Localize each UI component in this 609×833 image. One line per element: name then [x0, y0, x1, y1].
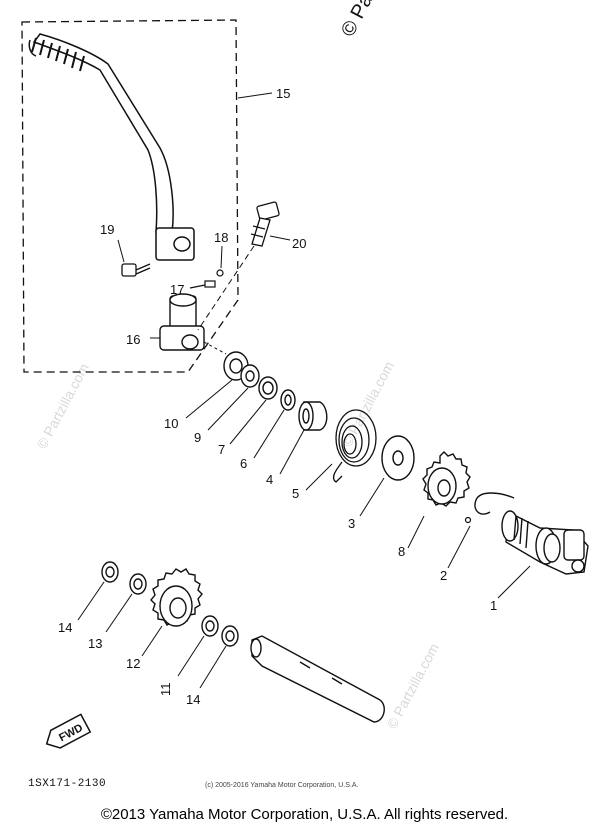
- kick-shaft-1: [501, 510, 589, 575]
- diagram-code: 1SX171-2130: [28, 778, 106, 790]
- callout-17: 17: [170, 282, 184, 297]
- circlip-7: [258, 376, 278, 400]
- callout-9: 9: [194, 430, 201, 445]
- washer-11: [201, 615, 219, 637]
- washer-6: [280, 389, 296, 411]
- callout-7: 7: [218, 442, 225, 457]
- washer-3: [381, 435, 415, 481]
- idle-shaft: [250, 635, 385, 723]
- kick-boss-16: [159, 293, 205, 351]
- callout-19: 19: [100, 222, 114, 237]
- washer-9: [240, 364, 260, 388]
- callout-14-bottom: 14: [186, 692, 200, 707]
- circlip-14-top: [101, 561, 119, 583]
- circlip-14-bottom: [221, 625, 239, 647]
- callout-20: 20: [292, 236, 306, 251]
- collar-4: [298, 401, 328, 431]
- bolt-19: [121, 263, 151, 277]
- copyright-small: (c) 2005-2016 Yamaha Motor Corporation, …: [205, 782, 359, 789]
- callout-14-top: 14: [58, 620, 72, 635]
- callout-16: 16: [126, 332, 140, 347]
- callout-11: 11: [158, 683, 173, 697]
- assembly-group-15-outline: [21, 19, 239, 373]
- watermark-side-1: © Partzilla.com: [34, 361, 92, 452]
- kick-spring-5: [332, 409, 377, 483]
- callout-5: 5: [292, 486, 299, 501]
- pin-17: [189, 280, 216, 289]
- callout-2: 2: [440, 568, 447, 583]
- ball-18: [216, 269, 224, 277]
- copyright-footer: ©2013 Yamaha Motor Corporation, U.S.A. A…: [100, 806, 509, 823]
- forward-arrow: FWD: [45, 713, 92, 749]
- watermark-side-3: © Partzilla.com: [384, 641, 442, 732]
- circlip-2: [474, 492, 515, 515]
- watermark-top: © Par: [337, 0, 381, 40]
- kick-crank-lever: [28, 33, 195, 261]
- callout-8: 8: [398, 544, 405, 559]
- callout-4: 4: [266, 472, 273, 487]
- callout-12: 12: [126, 656, 140, 671]
- callout-3: 3: [348, 516, 355, 531]
- washer-13: [129, 573, 147, 595]
- callout-1: 1: [490, 598, 497, 613]
- callout-13: 13: [88, 636, 102, 651]
- callout-15: 15: [276, 86, 290, 101]
- idle-gear-12: [150, 568, 203, 627]
- kick-gear-8: [422, 451, 471, 507]
- callout-18: 18: [214, 230, 228, 245]
- bolt-20: [250, 201, 280, 247]
- callout-6: 6: [240, 456, 247, 471]
- callout-10: 10: [164, 416, 178, 431]
